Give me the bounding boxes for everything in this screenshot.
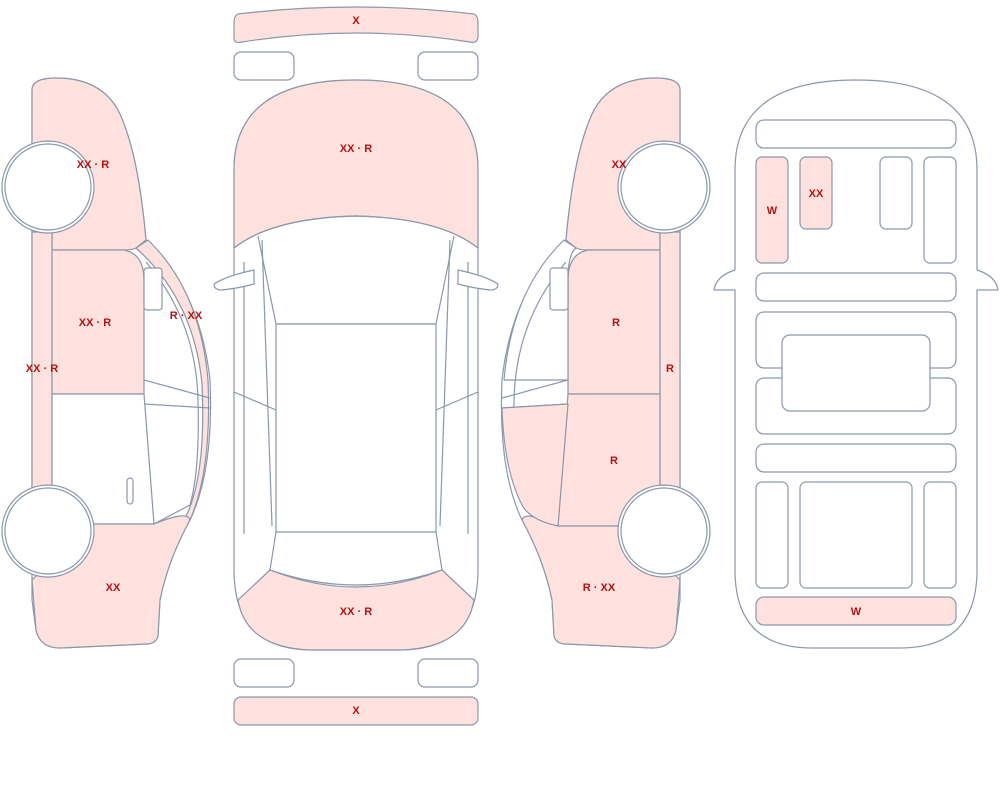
trunk-label: XX · R	[340, 606, 372, 618]
right-rocker-panel[interactable]	[659, 231, 681, 489]
front-bumper-panel[interactable]	[233, 6, 479, 44]
interior-rear-bench[interactable]	[799, 481, 913, 589]
right-side-glass	[439, 239, 469, 534]
right-rear-tire	[620, 487, 708, 575]
top-view: X XX · R XX · R X	[213, 6, 499, 726]
right-rear-quarter-label: R · XX	[583, 582, 616, 594]
headlight-right	[417, 51, 479, 81]
interior-left-seat[interactable]	[755, 156, 789, 264]
dashboard	[755, 119, 957, 149]
left-side-glass	[243, 239, 273, 534]
interior-front-right-seat-label: XX	[809, 188, 824, 200]
left-front-door-panel[interactable]	[51, 249, 145, 395]
left-belt-line	[143, 379, 211, 409]
left-rocker-panel[interactable]	[31, 231, 53, 489]
interior-rear-seat-left[interactable]	[755, 481, 789, 589]
trunk-panel[interactable]	[237, 569, 475, 651]
left-rocker-label: XX · R	[26, 363, 58, 375]
right-front-door-label: R	[612, 317, 620, 329]
left-a-pillar-label: R · XX	[170, 310, 203, 322]
right-lower-sill[interactable]	[501, 403, 569, 527]
left-side-view: XX · R XX · R R · XX XX · R XX	[1, 77, 212, 649]
mirror-right-top[interactable]	[457, 269, 499, 291]
front-bumper-label: X	[352, 15, 360, 27]
right-mirror[interactable]	[549, 267, 569, 311]
left-mirror[interactable]	[143, 267, 163, 311]
right-rear-door-label: R	[610, 455, 618, 467]
left-front-door-label: XX · R	[79, 317, 111, 329]
left-door-handle[interactable]	[126, 477, 134, 505]
left-rear-quarter-label: XX	[106, 582, 121, 594]
rear-bumper-label: X	[352, 705, 360, 717]
left-rear-tire	[4, 487, 92, 575]
interior-seat-c[interactable]	[879, 156, 913, 230]
left-window	[145, 261, 199, 525]
interior-bar-4	[755, 443, 957, 473]
left-front-tire	[4, 143, 92, 231]
interior-view: W XX W	[713, 79, 999, 649]
right-rocker-label: R	[666, 363, 674, 375]
interior-console[interactable]	[781, 334, 931, 412]
interior-cargo[interactable]	[755, 596, 957, 626]
interior-front-right-seat[interactable]	[799, 156, 833, 230]
headlight-left	[233, 51, 295, 81]
windshield	[233, 215, 479, 249]
b-pillars	[233, 391, 479, 411]
rear-bumper-panel[interactable]	[233, 696, 479, 726]
taillight-right	[417, 658, 479, 688]
roof-panel[interactable]	[275, 323, 437, 533]
left-front-fender-label: XX · R	[77, 159, 109, 171]
right-front-tire	[620, 143, 708, 231]
hood-label: XX · R	[340, 143, 372, 155]
interior-cargo-label: W	[851, 606, 862, 618]
mirror-left-top[interactable]	[213, 269, 255, 291]
interior-bar-1	[755, 272, 957, 302]
interior-seat-d[interactable]	[923, 156, 957, 264]
right-front-fender-label: XX	[612, 159, 627, 171]
taillight-left	[233, 658, 295, 688]
interior-rear-seat-right[interactable]	[923, 481, 957, 589]
interior-left-seat-label: W	[767, 205, 778, 217]
right-side-view: XX R R R R · XX	[500, 77, 711, 649]
